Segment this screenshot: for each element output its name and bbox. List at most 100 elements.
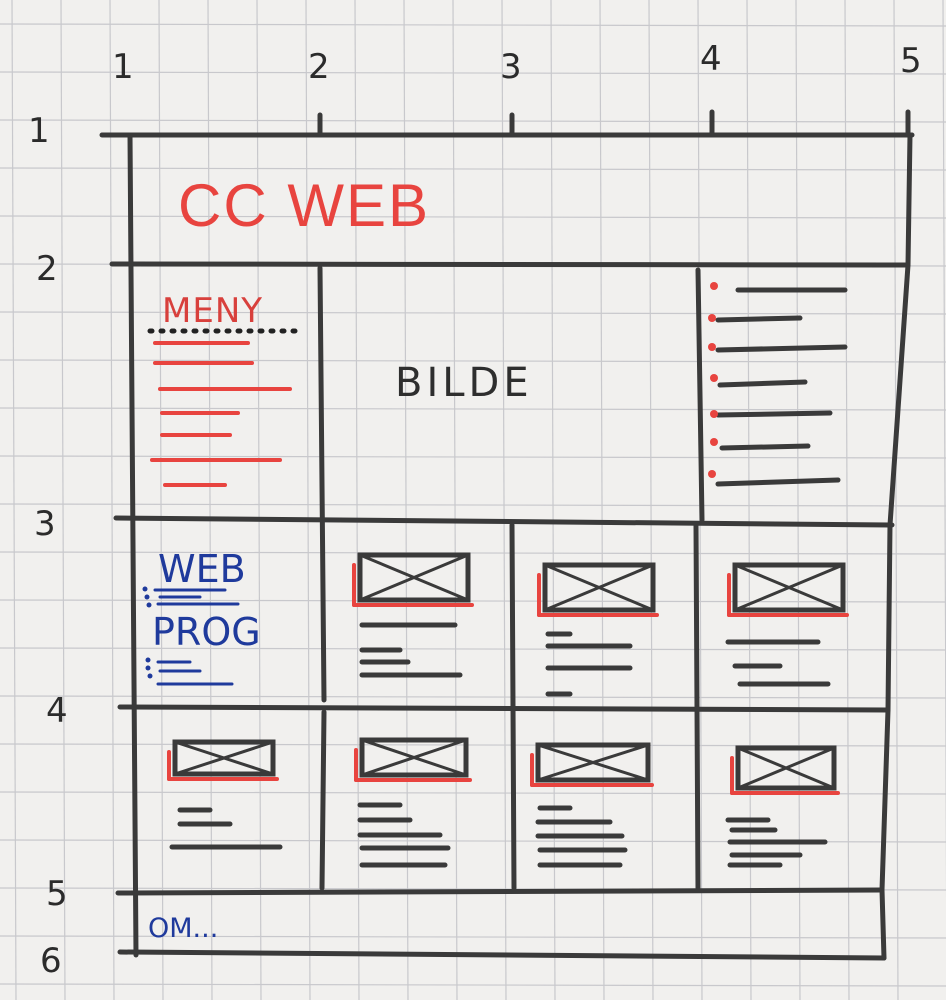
side-list-line bbox=[715, 344, 848, 353]
red-bullet-dot bbox=[708, 343, 716, 351]
grid-line bbox=[0, 695, 946, 699]
grid-line bbox=[0, 647, 946, 651]
article-card[interactable] bbox=[352, 552, 474, 678]
image-cross bbox=[174, 740, 274, 776]
category-lines bbox=[153, 588, 240, 686]
row-number: 6 bbox=[40, 941, 62, 981]
image-box bbox=[359, 737, 469, 778]
side-list-line bbox=[719, 443, 811, 451]
image-cross bbox=[537, 743, 649, 782]
card-image-placeholder bbox=[727, 562, 849, 617]
image-cross bbox=[544, 563, 654, 612]
image-cross bbox=[361, 738, 467, 777]
grid-line bbox=[0, 503, 946, 507]
article-card[interactable] bbox=[530, 742, 654, 868]
card-text-lines bbox=[725, 817, 828, 868]
image-box bbox=[732, 562, 846, 613]
grid-line bbox=[256, 0, 262, 1000]
image-cross bbox=[359, 553, 469, 602]
grid-line bbox=[0, 359, 946, 363]
card-image-placeholder bbox=[354, 737, 472, 782]
card-text-lines bbox=[725, 639, 831, 687]
grid-line bbox=[844, 0, 850, 1000]
grid-line bbox=[0, 23, 946, 27]
category-web: WEB bbox=[158, 547, 246, 591]
article-card[interactable] bbox=[725, 745, 840, 868]
red-bullet-dot bbox=[710, 374, 718, 382]
grid-line bbox=[942, 0, 946, 901]
grid-line bbox=[0, 551, 946, 555]
menu-heading: MENY bbox=[162, 291, 263, 331]
hero-image-label: BILDE bbox=[395, 360, 533, 406]
article-cards bbox=[167, 552, 849, 868]
grid-line bbox=[0, 215, 946, 219]
image-box bbox=[172, 739, 276, 777]
column-number: 1 bbox=[112, 47, 134, 87]
article-card[interactable] bbox=[354, 737, 472, 868]
side-list-line bbox=[715, 410, 833, 418]
red-bullet-dot bbox=[710, 410, 718, 418]
card-text-lines bbox=[357, 802, 451, 868]
card-image-placeholder bbox=[730, 745, 840, 795]
red-bullet-dot bbox=[710, 438, 718, 446]
side-list-line bbox=[715, 477, 841, 487]
grid-line bbox=[550, 0, 556, 1000]
grid-line bbox=[109, 0, 115, 1000]
grid-line bbox=[0, 455, 946, 459]
card-image-placeholder bbox=[352, 552, 474, 607]
article-card[interactable] bbox=[537, 562, 659, 697]
article-card[interactable] bbox=[725, 562, 849, 687]
column-number: 3 bbox=[500, 47, 522, 87]
menu-section: MENY bbox=[147, 291, 303, 487]
card-image-placeholder bbox=[537, 562, 659, 617]
red-bullet-dot bbox=[708, 470, 716, 478]
grid-line bbox=[305, 0, 311, 1000]
card-text-lines bbox=[359, 622, 463, 678]
article-card[interactable] bbox=[167, 739, 283, 850]
column-number: 2 bbox=[308, 47, 330, 87]
column-numbers: 1 2 3 4 5 bbox=[112, 39, 922, 87]
side-list-line bbox=[715, 315, 803, 323]
image-box bbox=[535, 742, 651, 783]
image-cross bbox=[734, 563, 844, 612]
grid-line bbox=[893, 0, 899, 1000]
grid-line bbox=[0, 407, 946, 411]
row-number: 5 bbox=[46, 874, 68, 914]
row-number: 1 bbox=[28, 111, 50, 151]
grid-line bbox=[158, 0, 164, 1000]
image-box bbox=[542, 562, 656, 613]
card-text-lines bbox=[545, 631, 633, 697]
grid-line bbox=[0, 167, 946, 171]
grid-line bbox=[60, 0, 66, 1000]
grid-line bbox=[0, 935, 946, 939]
card-text-lines bbox=[169, 807, 283, 850]
grid-line bbox=[0, 599, 946, 603]
grid-line bbox=[0, 983, 946, 987]
grid-line bbox=[599, 0, 605, 1000]
site-title: CC WEB bbox=[178, 172, 430, 239]
grid-line bbox=[501, 0, 507, 1000]
grid-line bbox=[0, 71, 946, 75]
grid-line bbox=[354, 0, 360, 1000]
category-bullets bbox=[142, 586, 153, 679]
category-sidebar: WEB PROG bbox=[142, 547, 261, 686]
side-list-line bbox=[717, 379, 808, 388]
category-prog: PROG bbox=[152, 610, 261, 654]
row-number: 3 bbox=[34, 504, 56, 544]
row-number: 2 bbox=[36, 249, 58, 289]
grid-line bbox=[0, 119, 946, 123]
grid-line bbox=[207, 0, 213, 1000]
grid-line bbox=[795, 0, 801, 1000]
column-number: 5 bbox=[900, 41, 922, 81]
grid-line bbox=[452, 0, 458, 1000]
card-image-placeholder bbox=[530, 742, 654, 787]
red-bullet-dot bbox=[708, 314, 716, 322]
card-image-placeholder bbox=[167, 739, 279, 781]
red-bullet-dot bbox=[710, 282, 718, 290]
wireframe-frame bbox=[99, 109, 915, 961]
grid-line bbox=[0, 311, 946, 315]
menu-item-lines bbox=[150, 341, 292, 487]
